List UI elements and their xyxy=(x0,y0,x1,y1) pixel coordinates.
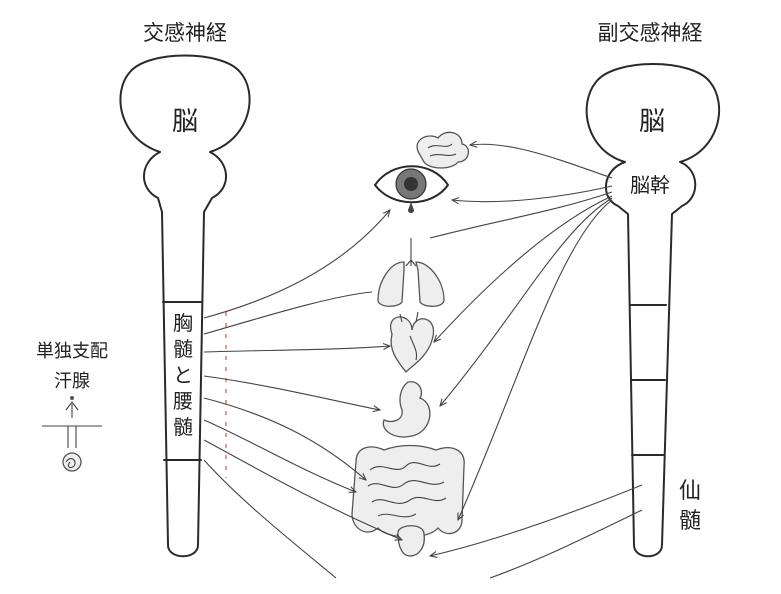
right-brain-label: 脳 xyxy=(639,107,665,137)
sweat-gland-note: 単独支配 汗腺 xyxy=(36,341,108,392)
sweat-gland-line-1: 単独支配 xyxy=(36,341,108,362)
intestines-icon xyxy=(351,444,465,538)
sweat-gland-icon xyxy=(42,396,102,472)
thoracolumbar-label: 胸 髄 と 腰 髄 xyxy=(173,311,193,439)
bladder-icon xyxy=(397,525,425,557)
left-brain-and-cord-outline xyxy=(119,54,251,558)
thoracolumbar-label-line-3: と xyxy=(173,363,193,387)
thoracolumbar-label-line-4: 腰 xyxy=(173,389,193,413)
thoracolumbar-label-line-5: 髄 xyxy=(173,415,193,439)
stomach-icon xyxy=(382,381,431,438)
heart-icon xyxy=(389,311,435,373)
sympathetic-fibers xyxy=(203,210,402,579)
brainstem-label: 脳幹 xyxy=(630,173,670,197)
thoracolumbar-label-line-2: 髄 xyxy=(173,337,193,361)
parasympathetic-cns: 脳 脳幹 仙 髄 xyxy=(585,63,721,558)
left-brain-label: 脳 xyxy=(172,107,198,137)
parasympathetic-fibers xyxy=(430,144,643,579)
sacral-label-line-1: 仙 xyxy=(679,479,701,504)
lungs-icon xyxy=(377,238,445,307)
right-brain-and-cord-outline xyxy=(585,63,721,558)
brain-icon xyxy=(416,131,469,169)
eye-icon xyxy=(374,165,449,213)
sympathetic-cns: 脳 胸 髄 と 腰 髄 xyxy=(119,54,251,558)
parasympathetic-title: 副交感神経 xyxy=(598,21,703,45)
sweat-gland-line-2: 汗腺 xyxy=(54,371,90,392)
sacral-label-line-2: 髄 xyxy=(679,509,701,534)
sacral-label: 仙 髄 xyxy=(679,479,701,534)
thoracolumbar-label-line-1: 胸 xyxy=(173,311,193,335)
sympathetic-title: 交感神経 xyxy=(143,21,227,45)
